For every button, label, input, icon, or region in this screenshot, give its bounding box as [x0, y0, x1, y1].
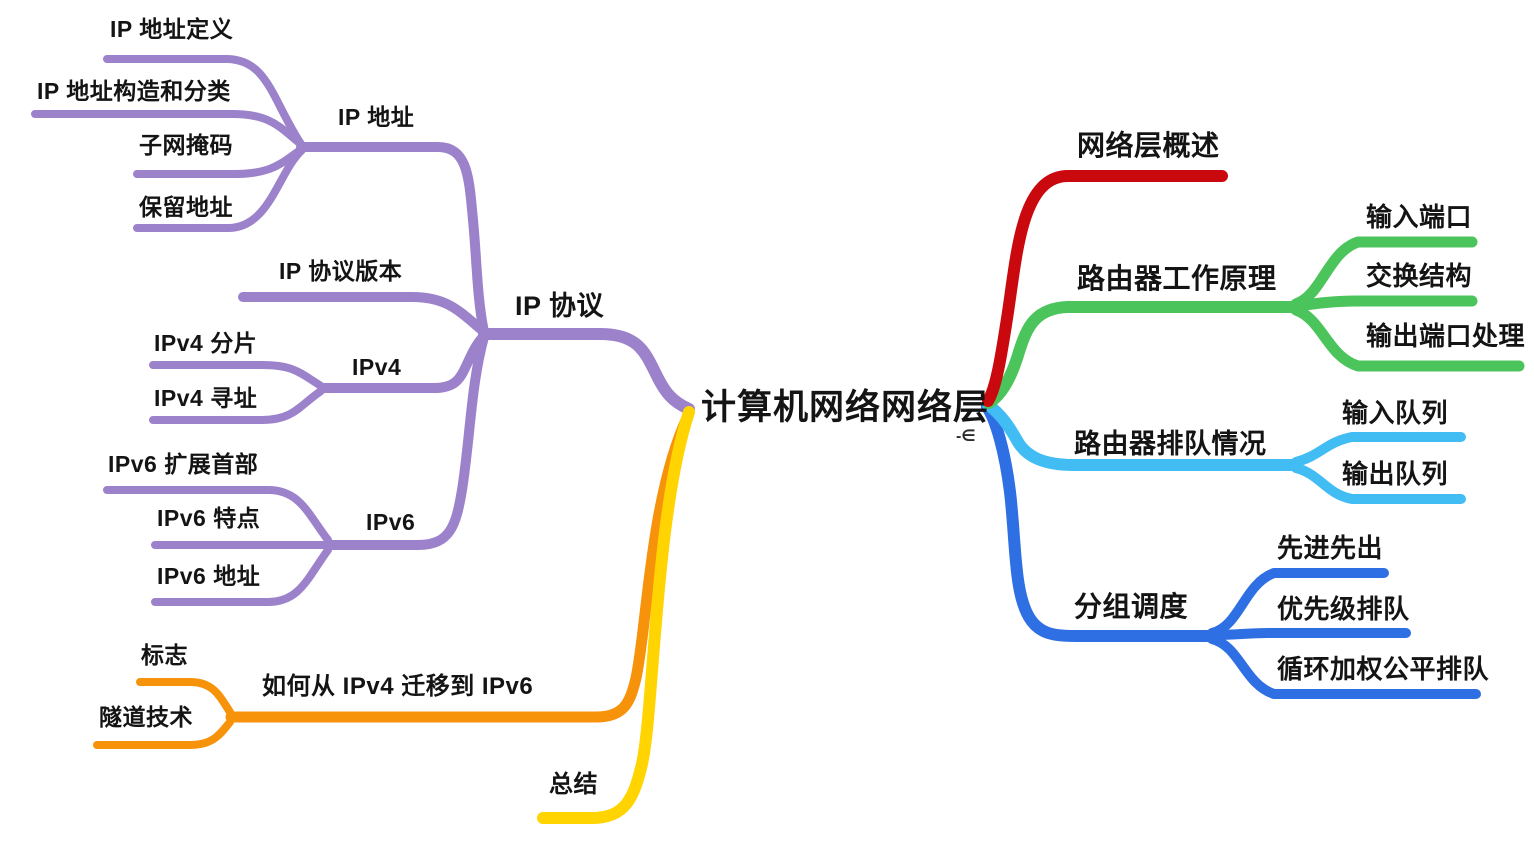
branch-packet-scheduling-lines: [981, 401, 1481, 699]
line-network-layer-overview: [982, 170, 1228, 407]
line-output-port-processing: [1290, 304, 1525, 372]
topic-ipv6-extension-header[interactable]: IPv6 扩展首部: [108, 451, 259, 477]
topic-ipv4-fragmentation[interactable]: IPv4 分片: [154, 330, 258, 356]
line-router-principle: [983, 301, 1302, 409]
topic-tunneling[interactable]: 隧道技术: [99, 704, 193, 730]
line-ipv4: [317, 331, 489, 393]
line-ipv6-extension-header: [103, 486, 332, 544]
line-input-queue: [1291, 432, 1466, 467]
line-reserved-address: [133, 146, 306, 232]
topic-ip-protocol-version[interactable]: IP 协议版本: [279, 258, 403, 284]
topic-router-principle[interactable]: 路由器工作原理: [1077, 263, 1277, 294]
topic-ip-address-structure[interactable]: IP 地址构造和分类: [37, 78, 231, 104]
topic-ipv4[interactable]: IPv4: [352, 354, 402, 380]
topic-input-port[interactable]: 输入端口: [1366, 202, 1473, 232]
line-fifo: [1207, 568, 1389, 638]
line-router-queueing: [982, 399, 1302, 471]
topic-ipv4-addressing[interactable]: IPv4 寻址: [154, 385, 258, 411]
topic-ip-address[interactable]: IP 地址: [338, 104, 415, 130]
topic-reserved-address[interactable]: 保留地址: [139, 194, 233, 220]
line-ipv4-addressing: [149, 387, 325, 424]
topic-priority-queueing[interactable]: 优先级排队: [1277, 594, 1410, 624]
topic-fifo[interactable]: 先进先出: [1277, 533, 1384, 563]
root-link-icon[interactable]: -∈: [956, 428, 976, 445]
line-ip-address-structure: [31, 110, 306, 149]
topic-ipv6-address[interactable]: IPv6 地址: [157, 563, 261, 589]
line-flag: [136, 678, 234, 716]
branch-migration-lines: [93, 412, 693, 749]
line-output-queue: [1291, 463, 1466, 504]
topic-subnet-mask[interactable]: 子网掩码: [139, 132, 233, 158]
line-tunneling: [93, 718, 234, 749]
topic-output-port-processing[interactable]: 输出端口处理: [1366, 321, 1526, 351]
line-input-port: [1290, 236, 1478, 310]
topic-ipv6[interactable]: IPv6: [366, 509, 416, 535]
line-ip-protocol-version: [238, 292, 488, 336]
line-switching-fabric: [1290, 295, 1478, 312]
topic-router-queueing[interactable]: 路由器排队情况: [1074, 429, 1267, 459]
topic-packet-scheduling[interactable]: 分组调度: [1074, 591, 1189, 622]
root-topic[interactable]: 计算机网络网络层: [701, 388, 990, 427]
line-summary: [537, 406, 695, 824]
branch-router-principle-lines: [983, 236, 1525, 409]
line-ipv6-address: [151, 546, 332, 606]
line-ip-address-definition: [103, 55, 305, 148]
topic-switching-fabric[interactable]: 交换结构: [1366, 261, 1473, 291]
line-priority-queueing: [1207, 628, 1411, 640]
line-migration: [225, 412, 693, 723]
branch-router-queueing-lines: [982, 399, 1466, 504]
line-weighted-fair-queueing: [1207, 634, 1481, 699]
line-ip-address: [296, 142, 489, 337]
line-ipv4-fragmentation: [149, 361, 325, 390]
topic-flag[interactable]: 标志: [141, 642, 188, 668]
topic-migration[interactable]: 如何从 IPv4 迁移到 IPv6: [262, 673, 534, 700]
topic-ip-protocol[interactable]: IP 协议: [515, 291, 605, 321]
topic-network-layer-overview[interactable]: 网络层概述: [1077, 130, 1220, 161]
branch-ip-protocol-lines: [31, 55, 695, 606]
topic-weighted-fair-queueing[interactable]: 循环加权公平排队: [1277, 654, 1490, 684]
topic-ipv6-features[interactable]: IPv6 特点: [157, 505, 261, 531]
line-ipv6: [324, 332, 489, 550]
line-ip-protocol: [478, 328, 695, 415]
line-packet-scheduling: [981, 401, 1218, 642]
topic-output-queue[interactable]: 输出队列: [1342, 459, 1449, 489]
topic-ip-address-definition[interactable]: IP 地址定义: [110, 16, 234, 42]
topic-summary[interactable]: 总结: [549, 771, 598, 798]
topic-input-queue[interactable]: 输入队列: [1342, 398, 1449, 428]
